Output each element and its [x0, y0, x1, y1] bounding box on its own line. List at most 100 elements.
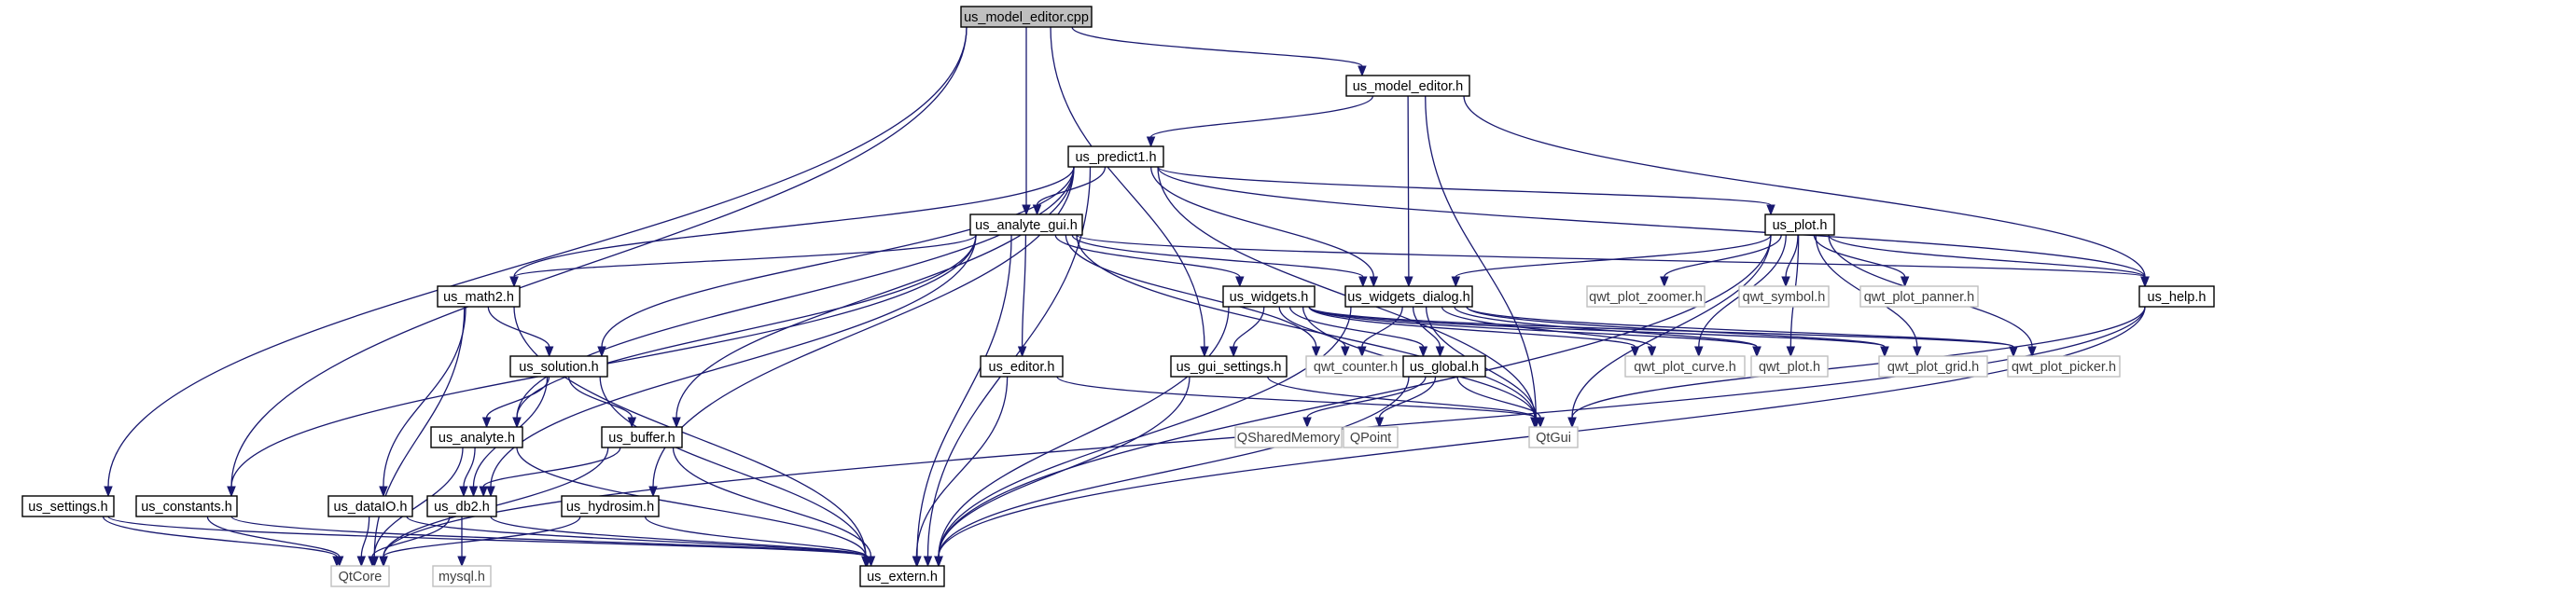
edge-us-plot-h-to-us-widgets-dialog-h — [1451, 234, 1772, 288]
edge-arrowhead — [1900, 276, 1910, 288]
edge-us-analyte-gui-h-to-us-math2-h — [509, 234, 977, 288]
node-box — [432, 565, 492, 587]
node-us-hydrosim-h: us_hydrosim.h — [561, 495, 660, 517]
edge-us-buffer-h-to-us-db2-h — [479, 447, 621, 498]
node-box — [1878, 355, 1988, 378]
edge-us-analyte-gui-h-to-us-editor-h — [1017, 234, 1027, 358]
edge-us-plot-h-to-qwt-symbol-h — [1781, 234, 1799, 288]
edge-us-widgets-h-to-us-gui-settings-h — [1229, 306, 1265, 358]
node-QPoint: QPoint — [1343, 426, 1399, 448]
edge-arrowhead — [2140, 276, 2150, 288]
node-label: us_widgets.h — [1230, 290, 1309, 305]
edge-line — [107, 26, 968, 488]
node-label: us_predict1.h — [1075, 150, 1156, 165]
node-label: us_settings.h — [28, 500, 107, 515]
edge-arrowhead — [379, 486, 388, 498]
node-us-constants-h: us_constants.h — [135, 495, 238, 517]
edge-line — [644, 516, 869, 558]
edge-us-predict1-h-to-us-buffer-h — [672, 166, 1075, 429]
edge-us-model-editor-h-to-QtGui — [1425, 95, 1541, 429]
edge-us-gui-settings-h-to-QtGui — [1267, 376, 1539, 429]
edge-arrowhead — [1567, 417, 1577, 429]
edge-arrowhead — [1913, 346, 1922, 358]
edge-line — [1267, 376, 1536, 419]
node-label: qwt_plot_curve.h — [1634, 360, 1736, 375]
edge-us-predict1-h-to-us-plot-h — [1157, 166, 1775, 216]
edge-line — [383, 306, 466, 488]
node-box — [426, 495, 497, 517]
edge-line — [1785, 234, 1799, 278]
node-qwt-plot-h: qwt_plot.h — [1750, 355, 1829, 378]
node-box — [561, 495, 660, 517]
edge-arrowhead — [1229, 346, 1238, 358]
node-box — [1750, 355, 1829, 378]
edge-us-analyte-gui-h-to-us-extern-h — [912, 234, 1012, 568]
edge-line — [916, 234, 1012, 558]
node-us-model-editor-h: us_model_editor.h — [1345, 75, 1470, 97]
edge-line — [938, 376, 1191, 558]
node-qwt-counter-h: qwt_counter.h — [1305, 355, 1406, 378]
node-label: us_db2.h — [434, 500, 490, 515]
edge-us-analyte-gui-h-to-us-analyte-h — [512, 234, 977, 429]
node-label: QtCore — [339, 570, 383, 585]
node-us-editor-h: us_editor.h — [980, 355, 1064, 378]
edge-us-model-editor-h-to-us-predict1-h — [1146, 95, 1374, 148]
edge-arrowhead — [1374, 417, 1385, 429]
edge-line — [1071, 26, 1363, 67]
node-qwt-symbol-h: qwt_symbol.h — [1738, 285, 1830, 308]
edge-line — [1378, 376, 1437, 419]
edge-us-plot-h-to-qwt-plot-zoomer-h — [1660, 234, 1782, 288]
node-label: us_buffer.h — [608, 431, 675, 446]
node-label: qwt_plot_panner.h — [1864, 290, 1975, 305]
edge-arrowhead — [481, 417, 492, 429]
edge-us-widgets-dialog-h-to-qwt-counter-h — [1358, 306, 1403, 358]
node-us-settings-h: us_settings.h — [21, 495, 115, 517]
node-box — [21, 495, 115, 517]
node-label: us_widgets_dialog.h — [1347, 290, 1469, 305]
edge-line — [1813, 234, 1906, 278]
edge-line — [1456, 376, 1541, 419]
edge-us-plot-h-to-us-help-h — [1828, 234, 2150, 288]
node-box — [430, 426, 523, 448]
edge-line — [373, 306, 466, 558]
edge-line — [516, 447, 867, 558]
edge-line — [373, 447, 464, 558]
edge-us-analyte-gui-h-to-qwt-counter-h — [1065, 234, 1321, 358]
edge-line — [599, 376, 867, 558]
edge-us-widgets-dialog-h-to-us-global-h — [1412, 306, 1445, 358]
edge-us-model-editor-cpp-to-us-analyte-gui-h — [1022, 26, 1031, 216]
node-us-gui-settings-h: us_gui_settings.h — [1170, 355, 1288, 378]
edge-arrowhead — [1536, 417, 1545, 429]
edge-line — [1076, 234, 1536, 419]
edge-us-model-editor-h-to-us-widgets-dialog-h — [1404, 95, 1413, 288]
node-label: QPoint — [1350, 431, 1391, 446]
edge-arrowhead — [227, 486, 236, 498]
edge-arrowhead — [368, 556, 377, 568]
node-box — [1345, 75, 1470, 97]
edge-arrowhead — [544, 346, 554, 358]
node-label: us_editor.h — [989, 360, 1055, 375]
edge-arrowhead — [1358, 346, 1367, 358]
node-box — [601, 426, 683, 448]
edge-arrowhead — [1781, 276, 1790, 288]
edge-arrowhead — [1369, 276, 1379, 288]
edge-arrowhead — [934, 556, 943, 568]
edge-us-widgets-dialog-h-to-qwt-plot-grid-h — [1466, 306, 1889, 358]
edge-arrowhead — [1358, 276, 1368, 288]
node-box — [1624, 355, 1746, 378]
edge-us-math2-h-to-us-solution-h — [487, 306, 554, 358]
edge-arrowhead — [479, 486, 488, 498]
node-box — [960, 6, 1093, 28]
edge-us-widgets-h-to-qwt-counter-h — [1278, 306, 1350, 358]
node-box — [969, 213, 1083, 236]
edge-line — [360, 516, 370, 558]
edge-line — [1308, 306, 1758, 348]
edge-line — [1054, 234, 1241, 278]
edge-line — [1036, 166, 1107, 206]
edge-arrowhead — [648, 486, 658, 498]
node-box — [1343, 426, 1399, 448]
node-box — [135, 495, 238, 517]
edge-arrowhead — [1404, 276, 1413, 288]
edge-line — [1571, 306, 2146, 419]
edge-line — [1828, 234, 2146, 278]
